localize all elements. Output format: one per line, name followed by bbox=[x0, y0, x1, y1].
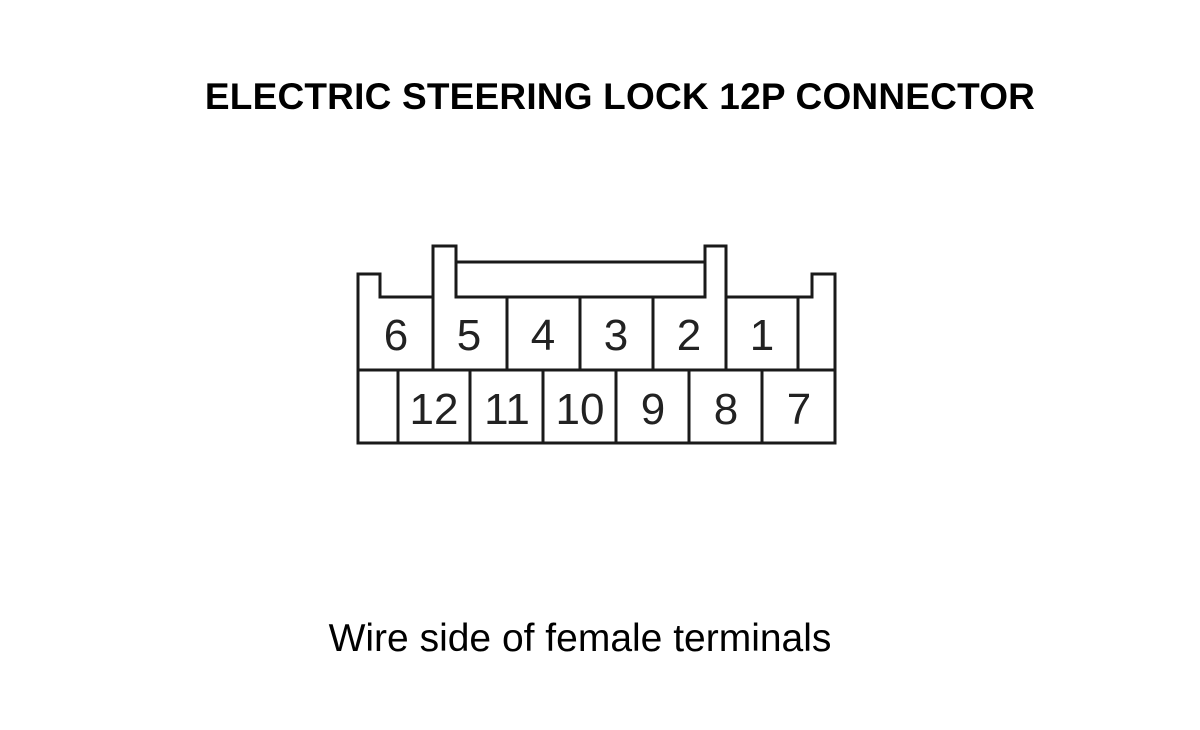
pin-label: 3 bbox=[604, 311, 628, 360]
pin-label: 7 bbox=[787, 385, 811, 434]
housing-outline bbox=[356, 244, 837, 445]
diagram-caption: Wire side of female terminals bbox=[328, 617, 832, 660]
pin-label: 6 bbox=[384, 311, 408, 360]
pin-labels-top-row: 6 5 4 3 2 1 bbox=[384, 311, 774, 360]
pin-label: 12 bbox=[410, 385, 459, 434]
diagram-title: ELECTRIC STEERING LOCK 12P CONNECTOR bbox=[204, 76, 1036, 117]
pin-label: 4 bbox=[531, 311, 555, 360]
pin-label: 5 bbox=[457, 311, 481, 360]
pin-label: 11 bbox=[484, 385, 530, 434]
pin-label: 2 bbox=[677, 311, 701, 360]
pin-label: 8 bbox=[714, 385, 738, 434]
pin-labels-bottom-row: 12 11 10 9 8 7 bbox=[410, 385, 812, 434]
pin-label: 9 bbox=[641, 385, 665, 434]
pin-label: 10 bbox=[556, 385, 605, 434]
connector-housing bbox=[356, 244, 837, 445]
pin-label: 1 bbox=[750, 311, 774, 360]
